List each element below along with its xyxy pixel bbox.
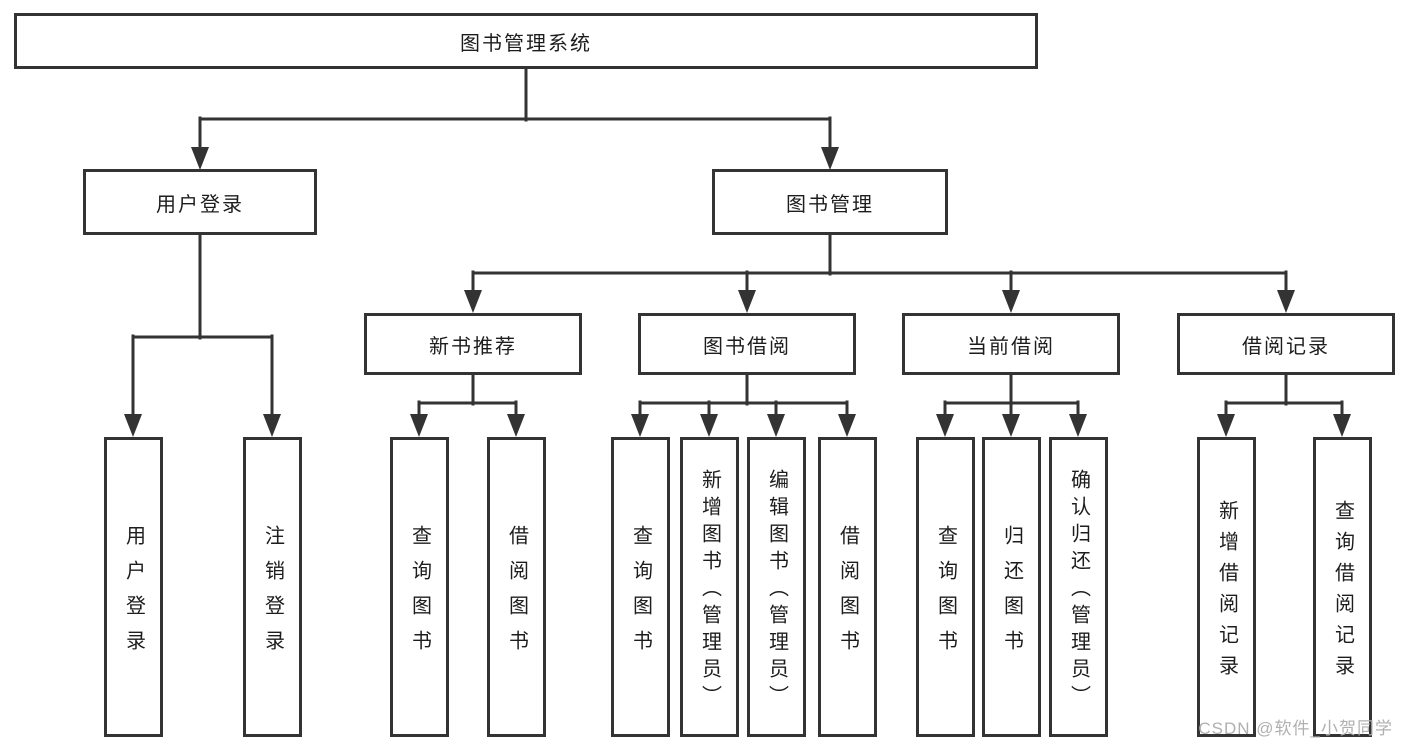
leaf-current-confirm-return-admin-label: 确认归还（管理员） xyxy=(1067,469,1090,712)
leaf-current-return-books: 归还图书 xyxy=(982,437,1041,737)
leaf-borrow-query-books-label: 查询图书 xyxy=(629,524,652,665)
node-current-borrowing: 当前借阅 xyxy=(902,313,1120,375)
leaf-borrow-edit-books-admin: 编辑图书（管理员） xyxy=(747,437,806,737)
csdn-watermark: CSDN @软件_小贺同学 xyxy=(1198,719,1393,738)
leaf-logout: 注销登录 xyxy=(243,437,302,737)
leaf-logout-label: 注销登录 xyxy=(261,524,284,665)
leaf-borrow-query-books: 查询图书 xyxy=(611,437,670,737)
leaf-records-add-record: 新增借阅记录 xyxy=(1197,437,1256,737)
leaf-records-add-record-label: 新增借阅记录 xyxy=(1215,499,1238,686)
leaf-borrow-add-books-admin-label: 新增图书（管理员） xyxy=(698,469,721,712)
node-new-book-recommend-label: 新书推荐 xyxy=(429,335,517,358)
node-borrowing-records: 借阅记录 xyxy=(1177,313,1395,375)
node-book-management: 图书管理 xyxy=(712,169,948,235)
arrowheads xyxy=(124,147,1351,437)
node-user-login-label: 用户登录 xyxy=(156,193,244,216)
leaf-borrow-edit-books-admin-label: 编辑图书（管理员） xyxy=(765,469,788,712)
leaf-records-query-record: 查询借阅记录 xyxy=(1313,437,1372,737)
leaf-user-login-label: 用户登录 xyxy=(122,524,145,665)
leaf-borrow-borrow-books-label: 借阅图书 xyxy=(836,524,859,665)
node-current-borrowing-label: 当前借阅 xyxy=(967,335,1055,358)
node-book-borrowing-label: 图书借阅 xyxy=(703,335,791,358)
leaf-current-confirm-return-admin: 确认归还（管理员） xyxy=(1049,437,1108,737)
node-book-management-label: 图书管理 xyxy=(786,193,874,216)
leaf-user-login: 用户登录 xyxy=(104,437,163,737)
leaf-recommend-borrow-books: 借阅图书 xyxy=(487,437,546,737)
leaf-recommend-borrow-books-label: 借阅图书 xyxy=(505,524,528,665)
node-book-borrowing: 图书借阅 xyxy=(638,313,856,375)
leaf-recommend-query-books-label: 查询图书 xyxy=(408,524,431,665)
leaf-borrow-borrow-books: 借阅图书 xyxy=(818,437,877,737)
leaf-current-query-books-label: 查询图书 xyxy=(934,524,957,665)
node-user-login: 用户登录 xyxy=(83,169,317,235)
node-library-system: 图书管理系统 xyxy=(14,13,1038,69)
leaf-borrow-add-books-admin: 新增图书（管理员） xyxy=(680,437,739,737)
leaf-current-query-books: 查询图书 xyxy=(916,437,975,737)
leaf-current-return-books-label: 归还图书 xyxy=(1000,524,1023,665)
node-new-book-recommend: 新书推荐 xyxy=(364,313,582,375)
leaf-recommend-query-books: 查询图书 xyxy=(390,437,449,737)
node-library-system-label: 图书管理系统 xyxy=(460,32,592,55)
leaf-records-query-record-label: 查询借阅记录 xyxy=(1331,499,1354,686)
node-borrowing-records-label: 借阅记录 xyxy=(1242,335,1330,358)
